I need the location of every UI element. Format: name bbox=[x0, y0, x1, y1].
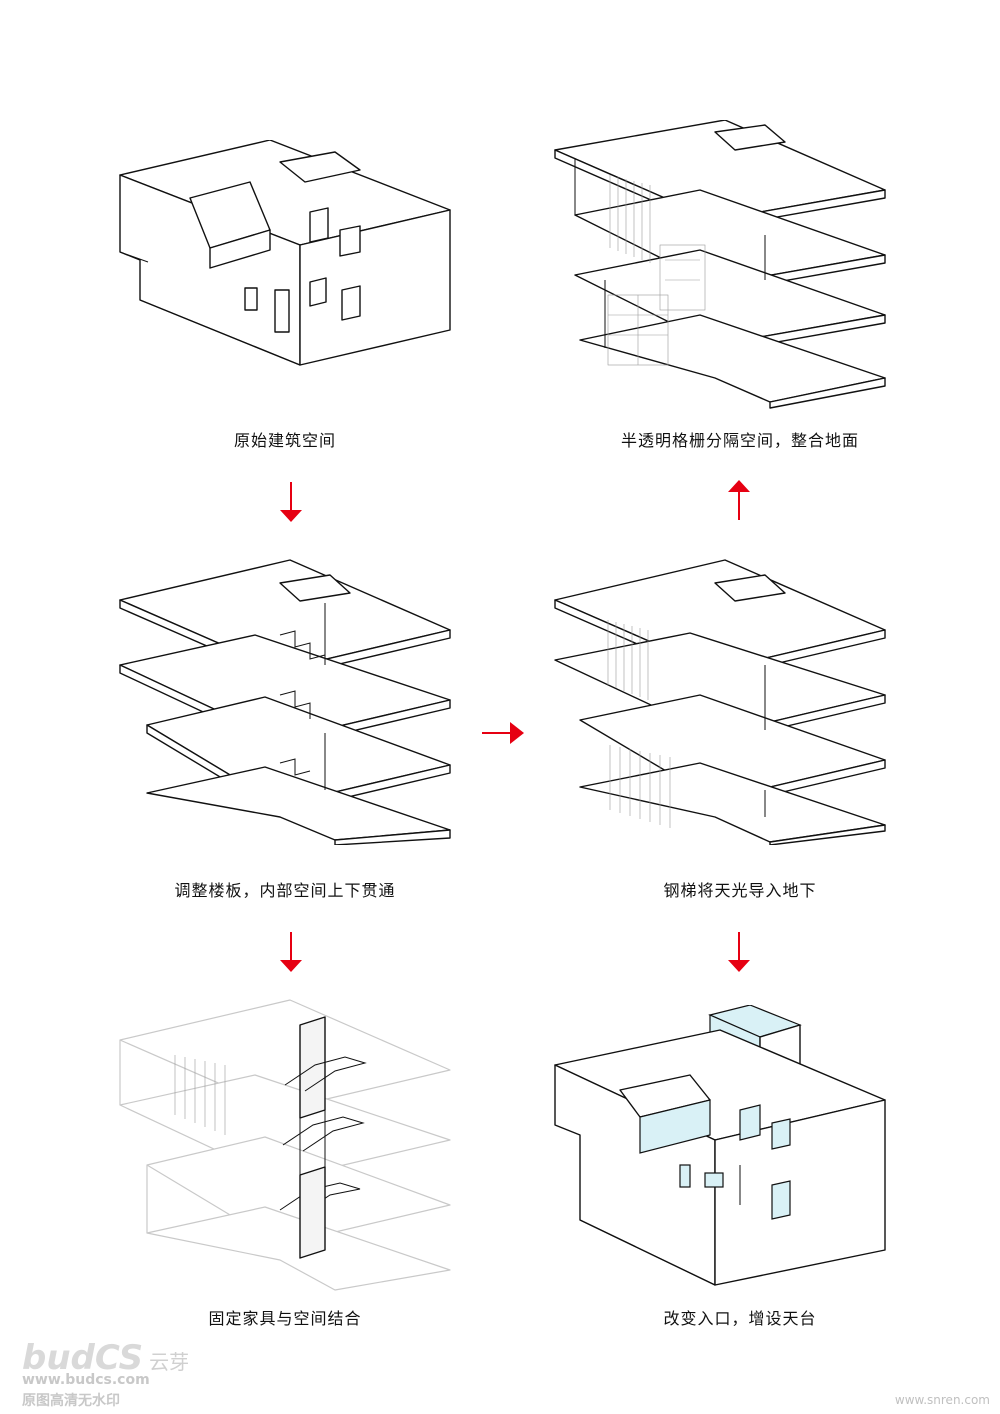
arrow-down-icon bbox=[728, 932, 750, 972]
caption-step1: 原始建筑空间 bbox=[233, 431, 336, 450]
diagram-fixed-furniture bbox=[115, 995, 455, 1295]
watermark-brand-cn: 云芽 bbox=[149, 1350, 190, 1374]
watermark-site: www.snren.com bbox=[894, 1393, 990, 1407]
caption-step3: 固定家具与空间结合 bbox=[208, 1309, 362, 1328]
arrow-down-icon bbox=[280, 482, 302, 522]
caption-step4: 半透明格栅分隔空间，整合地面 bbox=[620, 431, 859, 450]
arrow-up-icon bbox=[728, 480, 750, 520]
watermark-url: www.budcs.com bbox=[22, 1372, 150, 1388]
diagram-new-entrance-terrace bbox=[550, 1005, 890, 1305]
arrow-down-icon bbox=[280, 932, 302, 972]
watermark-note: 原图高清无水印 bbox=[22, 1393, 120, 1409]
diagram-grille-partitions bbox=[550, 120, 890, 410]
arrow-right-icon bbox=[482, 722, 524, 744]
watermark-brand: budCS bbox=[22, 1338, 144, 1378]
caption-step6: 改变入口，增设天台 bbox=[663, 1309, 817, 1328]
caption-step5: 钢梯将天光导入地下 bbox=[663, 881, 817, 900]
diagram-floor-slabs bbox=[115, 555, 455, 845]
caption-step2: 调整楼板，内部空间上下贯通 bbox=[174, 881, 396, 900]
diagram-original-building bbox=[110, 140, 460, 380]
diagram-steel-stair-skylight bbox=[550, 555, 890, 845]
